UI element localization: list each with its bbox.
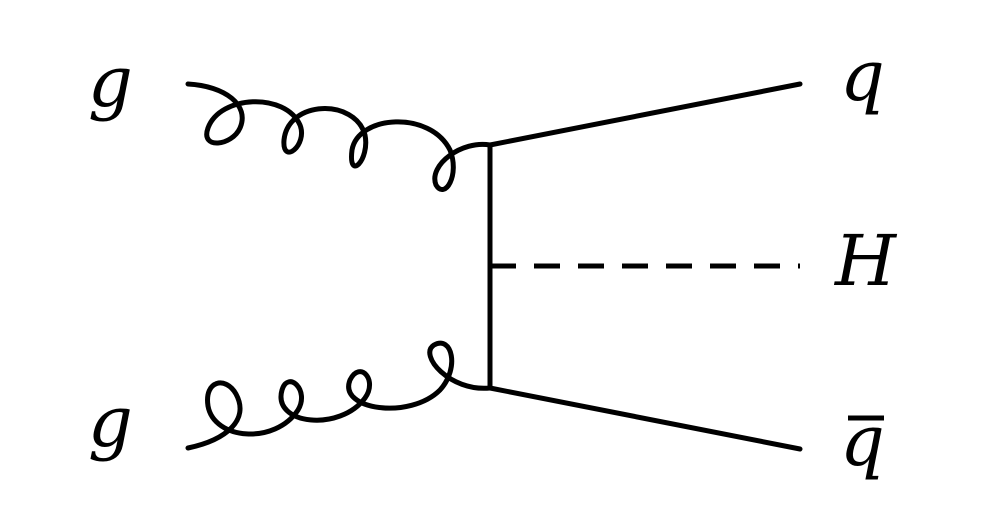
- label-quark: q: [840, 35, 885, 117]
- label-gluon-top: g: [88, 41, 133, 123]
- quark-outgoing-line: [487, 81, 803, 148]
- gluon-line-top: [185, 81, 493, 193]
- label-antiquark: q: [840, 400, 885, 482]
- label-higgs: H: [833, 220, 898, 302]
- label-gluon-bottom: g: [88, 381, 133, 463]
- gluon-line-bottom: [185, 340, 493, 451]
- antiquark-outgoing-line: [487, 385, 803, 452]
